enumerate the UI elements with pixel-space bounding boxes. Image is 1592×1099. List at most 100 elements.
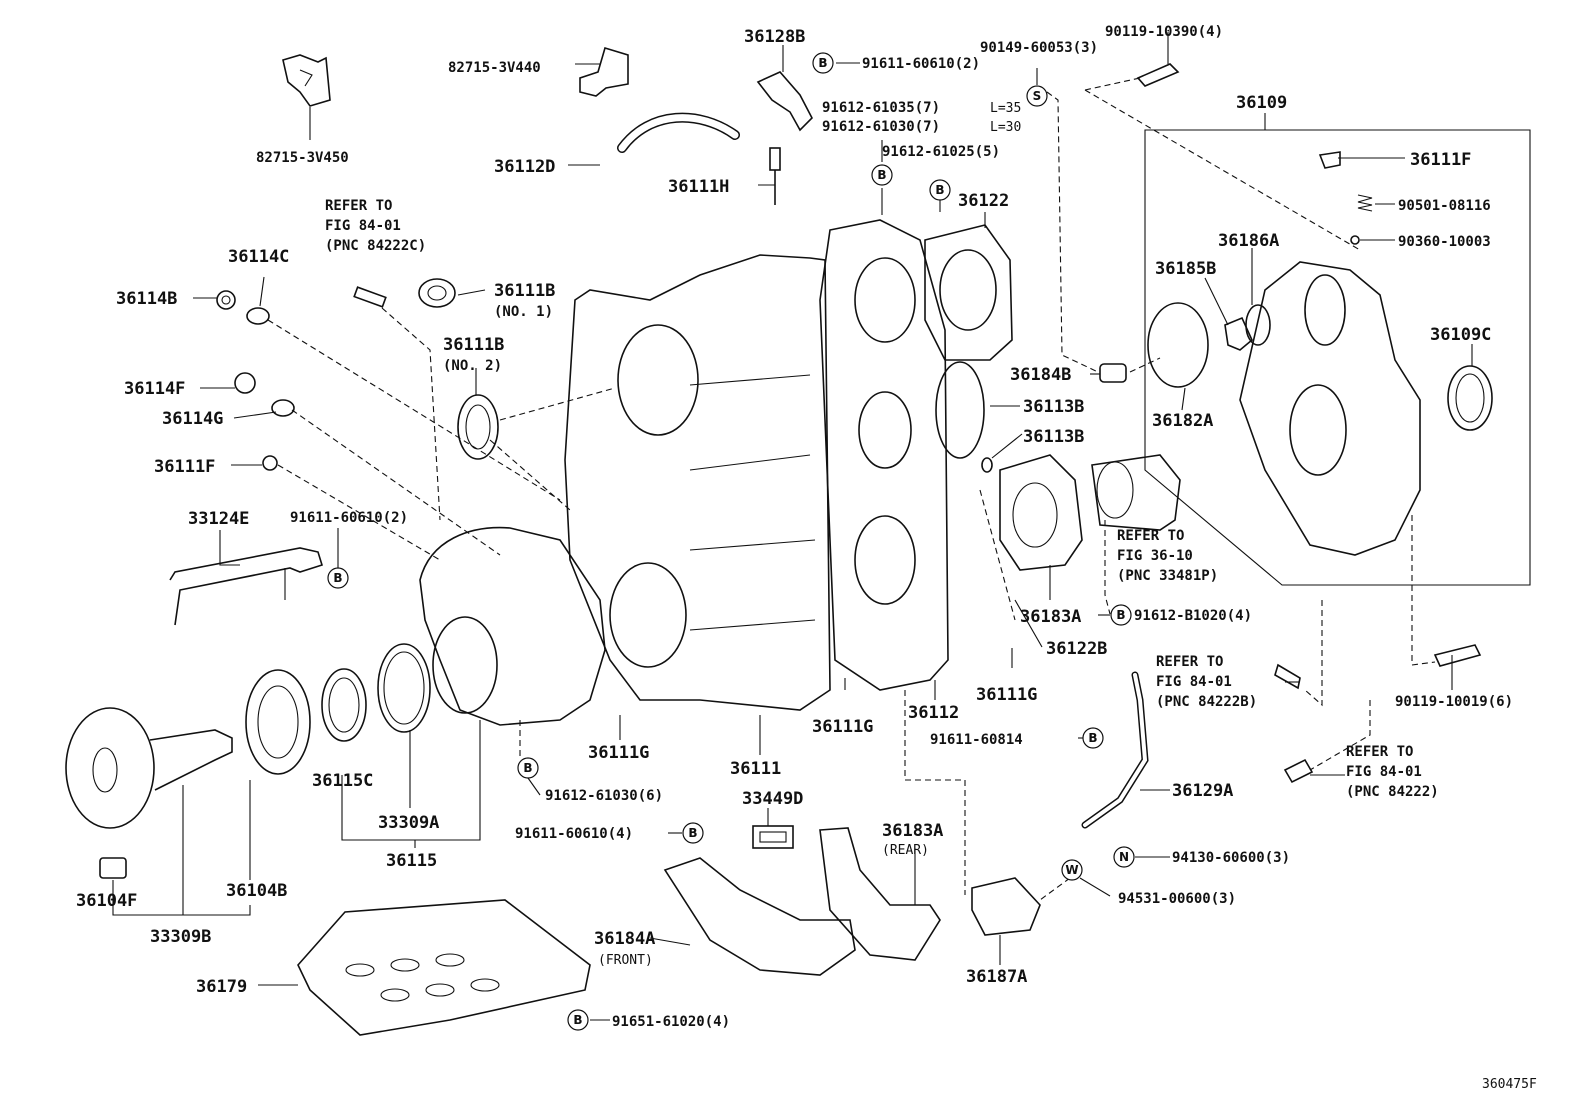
ref3-line1: REFER TO bbox=[1156, 654, 1223, 670]
rear-case-36109 bbox=[1239, 261, 1421, 556]
knob-36185B bbox=[1224, 316, 1253, 351]
part-labels: 82715-3V440 82715-3V450 36128B 91611-606… bbox=[76, 24, 1537, 1092]
symbol-b-91612-61025: B bbox=[929, 179, 951, 201]
svg-text:N: N bbox=[1119, 850, 1129, 864]
pump-36183A bbox=[999, 454, 1083, 571]
symbol-b-91612-B1020: B bbox=[1110, 604, 1132, 626]
transfer-case-36111 bbox=[564, 254, 831, 711]
label-36113B-oring: 36113B bbox=[1023, 427, 1084, 447]
label-36111B-no1: 36111B bbox=[494, 281, 555, 301]
leader-lines bbox=[112, 32, 1473, 1021]
label-33449D: 33449D bbox=[742, 789, 803, 809]
breather-36111H bbox=[769, 147, 781, 205]
bolt-ref-84222B bbox=[1274, 663, 1301, 690]
label-82715-3V440: 82715-3V440 bbox=[448, 60, 541, 76]
center-plate-36112 bbox=[819, 219, 949, 691]
gasket-36113B bbox=[935, 361, 985, 459]
label-36111F-rear: 36111F bbox=[1410, 150, 1471, 170]
label-36111B-no2: 36111B bbox=[443, 335, 504, 355]
svg-text:B: B bbox=[333, 571, 342, 585]
plug-36184B bbox=[1099, 363, 1127, 383]
svg-text:B: B bbox=[877, 168, 886, 182]
svg-text:S: S bbox=[1033, 89, 1042, 103]
label-82715-3V450: 82715-3V450 bbox=[256, 150, 349, 166]
symbol-b-91612-61030: B bbox=[871, 164, 893, 186]
bolt-90119-10390 bbox=[1136, 63, 1180, 87]
label-36115C: 36115C bbox=[312, 771, 373, 791]
label-36187A: 36187A bbox=[966, 967, 1027, 987]
label-36114F: 36114F bbox=[124, 379, 185, 399]
symbol-s-90149: S bbox=[1026, 85, 1048, 107]
label-36111G-left: 36111G bbox=[588, 743, 649, 763]
svg-text:W: W bbox=[1065, 863, 1078, 877]
skid-plate-36179 bbox=[297, 899, 591, 1036]
label-36114B: 36114B bbox=[116, 289, 177, 309]
pad-33449D bbox=[752, 825, 794, 849]
symbol-w-94531: W bbox=[1061, 859, 1083, 881]
ref4-line2: FIG 84-01 bbox=[1346, 764, 1422, 780]
cover-36187A bbox=[971, 877, 1041, 936]
label-91612-61025: 91612-61025(5) bbox=[882, 144, 1000, 160]
label-36111F-left: 36111F bbox=[154, 457, 215, 477]
label-36104F: 36104F bbox=[76, 891, 137, 911]
label-91612-B1020: 91612-B1020(4) bbox=[1134, 608, 1252, 624]
label-36109C: 36109C bbox=[1430, 325, 1491, 345]
ref3-line2: FIG 84-01 bbox=[1156, 674, 1232, 690]
bracket-82715-3V450 bbox=[282, 54, 331, 107]
label-rear: (REAR) bbox=[882, 843, 929, 858]
svg-text:B: B bbox=[1116, 608, 1125, 622]
oring-36113B bbox=[981, 457, 993, 473]
symbol-b-91611-60814: B bbox=[1082, 727, 1104, 749]
spring-90501 bbox=[1357, 194, 1373, 212]
ring-36115C bbox=[321, 668, 367, 742]
filter-ref-33481P bbox=[1091, 454, 1181, 531]
protector-36183A-rear bbox=[819, 827, 941, 961]
ref1-line1: REFER TO bbox=[325, 198, 392, 214]
label-91612-61030-length: L=30 bbox=[990, 120, 1021, 135]
label-36184B: 36184B bbox=[1010, 365, 1071, 385]
svg-text:B: B bbox=[935, 183, 944, 197]
label-91611-60814: 91611-60814 bbox=[930, 732, 1023, 748]
label-36129A: 36129A bbox=[1172, 781, 1233, 801]
label-36179: 36179 bbox=[196, 977, 247, 997]
label-91611-60610-mid: 91611-60610(2) bbox=[290, 510, 408, 526]
plug-36114F bbox=[234, 372, 256, 394]
symbol-b-91611-60610-mid: B bbox=[327, 567, 349, 589]
label-36112: 36112 bbox=[908, 703, 959, 723]
label-36112D: 36112D bbox=[494, 157, 555, 177]
plate-36182A bbox=[1147, 302, 1209, 388]
cover-36128B bbox=[756, 71, 813, 132]
svg-text:B: B bbox=[573, 1013, 582, 1027]
plug-36111F bbox=[262, 455, 278, 471]
ref1-line2: FIG 84-01 bbox=[325, 218, 401, 234]
label-36111B-no2-qualifier: (NO. 2) bbox=[443, 358, 502, 374]
flange-33309B bbox=[65, 707, 233, 829]
ref4-line3: (PNC 84222) bbox=[1346, 784, 1439, 800]
ref2-line2: FIG 36-10 bbox=[1117, 548, 1193, 564]
plug-36111F-rear bbox=[1318, 151, 1341, 169]
label-33309B: 33309B bbox=[150, 927, 211, 947]
label-36122: 36122 bbox=[958, 191, 1009, 211]
seal-36104B bbox=[245, 669, 311, 775]
label-36183A-rear: 36183A bbox=[882, 821, 943, 841]
label-36115: 36115 bbox=[386, 851, 437, 871]
symbol-n-94130: N bbox=[1113, 846, 1135, 868]
label-36111H: 36111H bbox=[668, 177, 729, 197]
label-36114G: 36114G bbox=[162, 409, 223, 429]
gasket-36114G bbox=[271, 399, 295, 417]
extension-housing bbox=[419, 526, 606, 726]
label-33309A: 33309A bbox=[378, 813, 439, 833]
label-90119-10019: 90119-10019(6) bbox=[1395, 694, 1513, 710]
symbol-b-91612-61030-6: B bbox=[517, 757, 539, 779]
bolt-90119-10019 bbox=[1433, 644, 1482, 667]
ball-90360 bbox=[1350, 235, 1360, 245]
label-36111: 36111 bbox=[730, 759, 781, 779]
label-36182A: 36182A bbox=[1152, 411, 1213, 431]
label-90501-08116: 90501-08116 bbox=[1398, 198, 1491, 214]
label-36184A: 36184A bbox=[594, 929, 655, 949]
symbol-b-91611-60610-4: B bbox=[682, 822, 704, 844]
label-36113B-gasket: 36113B bbox=[1023, 397, 1084, 417]
cover-36122 bbox=[924, 224, 1013, 361]
label-36111B-no1-qualifier: (NO. 1) bbox=[494, 304, 553, 320]
